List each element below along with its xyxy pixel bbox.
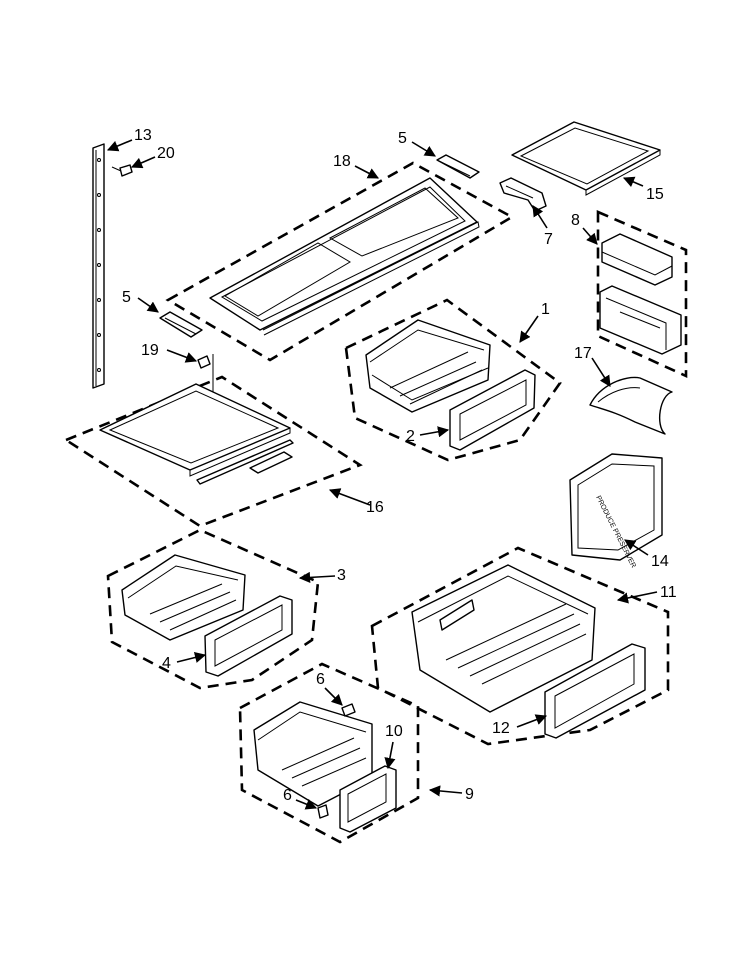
callout-12: 12 xyxy=(492,720,510,737)
shelf-rail-part-13 xyxy=(92,143,105,389)
callout-20: 20 xyxy=(157,145,175,162)
door-bin-part-8 xyxy=(599,285,682,355)
callout-15: 15 xyxy=(646,186,664,203)
callout-7: 7 xyxy=(544,231,553,248)
callout-4: 4 xyxy=(162,655,171,672)
callout-16: 16 xyxy=(366,499,384,516)
shelf-clip-part-7 xyxy=(499,177,547,212)
group-outline-11 xyxy=(370,546,670,746)
callout-2: 2 xyxy=(406,428,415,445)
group-outline-9 xyxy=(238,662,420,844)
callout-19: 19 xyxy=(141,342,159,359)
door-bin-cover-part-8 xyxy=(601,233,673,286)
upper-shelf-part-18 xyxy=(209,177,480,336)
callout-6-upper: 6 xyxy=(316,671,325,688)
leader-lines xyxy=(106,139,658,810)
callout-5-top: 5 xyxy=(398,130,407,147)
callout-18: 18 xyxy=(333,153,351,170)
group-outline-8 xyxy=(596,210,688,379)
callout-5-mid: 5 xyxy=(122,289,131,306)
callout-1: 1 xyxy=(541,301,550,318)
drawer-front-part-2 xyxy=(449,369,536,451)
glass-shelf-part-15 xyxy=(511,121,661,196)
drawer-front-part-4 xyxy=(204,595,293,677)
callout-3: 3 xyxy=(337,567,346,584)
group-outline-1 xyxy=(344,298,562,462)
callout-14: 14 xyxy=(651,553,669,570)
screw-part-6-lower xyxy=(317,804,329,819)
large-crisper-part-11 xyxy=(411,564,596,713)
glass-shelf-part-16 xyxy=(99,383,294,485)
callout-6-lower: 6 xyxy=(283,787,292,804)
crisper-drawer-part-3 xyxy=(121,554,246,641)
produce-preserver-part-14: PRODUCE PRESERVER xyxy=(569,453,663,569)
curved-cover-part-17 xyxy=(589,376,673,435)
callout-11: 11 xyxy=(660,584,677,601)
group-outline-18 xyxy=(165,161,515,362)
group-outline-3 xyxy=(106,528,320,690)
drawer-front-part-12 xyxy=(544,643,646,739)
callout-8: 8 xyxy=(571,212,580,229)
callout-labels: 13 20 18 5 15 7 8 17 5 19 16 1 2 14 3 4 … xyxy=(122,127,677,804)
crisper-drawer-part-1 xyxy=(365,319,491,413)
screw-part-20 xyxy=(111,164,133,177)
shelf-bracket-part-5-mid xyxy=(159,311,203,338)
screw-part-6-upper xyxy=(341,703,356,717)
callout-10: 10 xyxy=(385,723,403,740)
shelf-bracket-part-5-top xyxy=(436,154,480,179)
callout-9: 9 xyxy=(465,786,474,803)
callout-13: 13 xyxy=(134,127,152,144)
callout-17: 17 xyxy=(574,345,592,362)
